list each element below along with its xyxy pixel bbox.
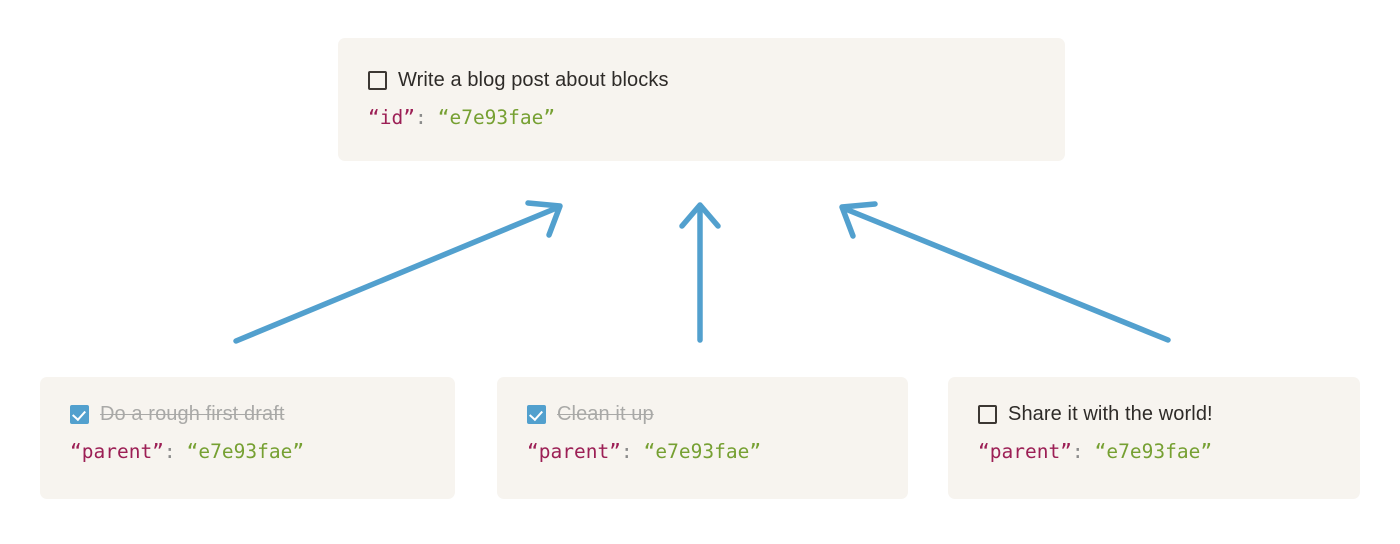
child-task-card[interactable]: Do a rough first draft “parent”: “e7e93fa… [40, 377, 455, 499]
child-parent-value: “e7e93fae” [643, 440, 762, 463]
child-parent-key: “parent” [70, 440, 164, 463]
parent-id-field: “id”: “e7e93fae” [368, 106, 1065, 129]
child-parent-value: “e7e93fae” [1094, 440, 1213, 463]
parent-id-key: “id” [368, 106, 415, 129]
checkbox-empty-icon[interactable] [368, 71, 387, 90]
child-parent-colon: : [1071, 440, 1084, 463]
child-task-row[interactable]: Clean it up [527, 403, 908, 426]
child-parent-colon: : [620, 440, 633, 463]
arrow-child-3-to-parent [839, 201, 1171, 343]
checkbox-checked-icon[interactable] [527, 405, 546, 424]
child-task-card[interactable]: Clean it up “parent”: “e7e93fae” [497, 377, 908, 499]
parent-task-label: Write a blog post about blocks [398, 69, 669, 91]
arrow-child-2-to-parent [679, 202, 721, 343]
child-parent-value: “e7e93fae” [186, 440, 305, 463]
parent-id-value: “e7e93fae” [437, 106, 556, 129]
child-parent-field: “parent”: “e7e93fae” [978, 440, 1360, 463]
child-task-label: Share it with the world! [1008, 403, 1213, 425]
child-parent-field: “parent”: “e7e93fae” [70, 440, 455, 463]
child-parent-field: “parent”: “e7e93fae” [527, 440, 908, 463]
checkbox-empty-icon[interactable] [978, 405, 997, 424]
child-task-card[interactable]: Share it with the world! “parent”: “e7e93… [948, 377, 1360, 499]
parent-task-card[interactable]: Write a blog post about blocks “id”: “e7e… [338, 38, 1065, 161]
child-parent-key: “parent” [978, 440, 1072, 463]
child-parent-colon: : [163, 440, 176, 463]
arrow-child-1-to-parent [233, 200, 563, 344]
child-task-label: Clean it up [557, 403, 654, 425]
parent-task-row[interactable]: Write a blog post about blocks [368, 69, 1065, 92]
child-parent-key: “parent” [527, 440, 621, 463]
parent-id-colon: : [414, 106, 427, 129]
child-task-label: Do a rough first draft [100, 403, 285, 425]
child-task-row[interactable]: Do a rough first draft [70, 403, 455, 426]
child-task-row[interactable]: Share it with the world! [978, 403, 1360, 426]
checkbox-checked-icon[interactable] [70, 405, 89, 424]
